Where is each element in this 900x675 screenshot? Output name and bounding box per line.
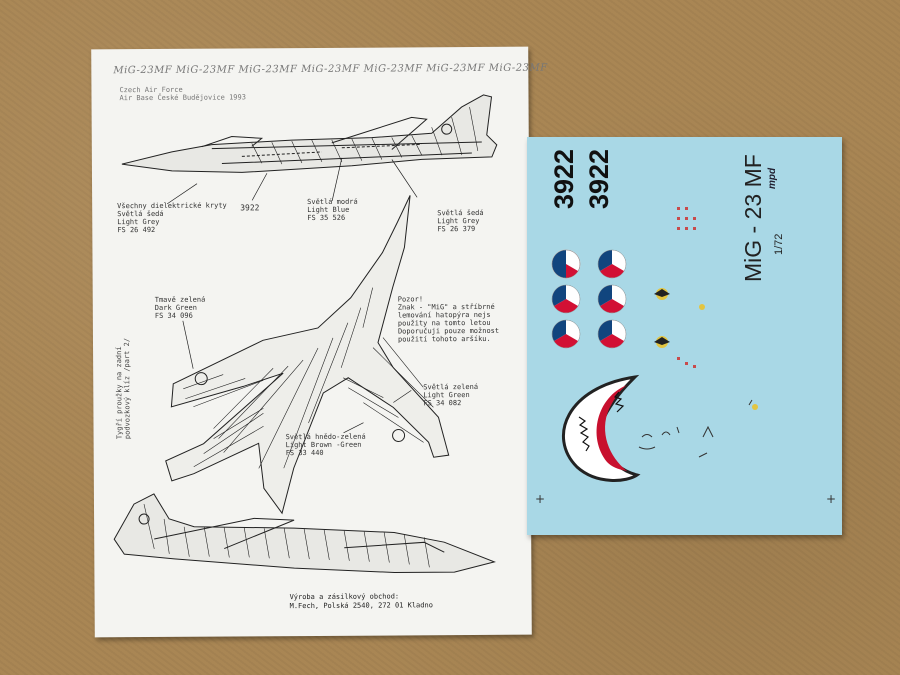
label-radome: Všechny dielektrické kryty Světlá šedá L… bbox=[117, 202, 227, 235]
brand-logo: mpd bbox=[767, 167, 778, 189]
production-line-2: M.Fech, Polská 2540, 272 01 Kladno bbox=[289, 601, 433, 611]
roundel-decals bbox=[551, 249, 627, 349]
side-view-top bbox=[121, 94, 498, 173]
side-view-bottom bbox=[113, 493, 496, 573]
plan-view bbox=[165, 195, 450, 515]
label-brown-green-3: FS 33 440 bbox=[285, 448, 324, 458]
label-radome-4: FS 26 492 bbox=[117, 225, 156, 235]
label-light-grey-2: Light Grey bbox=[437, 216, 480, 226]
aircraft-drawings bbox=[113, 94, 498, 573]
label-light-green: Světlá zelená Light Green FS 34 082 bbox=[423, 383, 478, 407]
bat-emblem-decals bbox=[654, 288, 670, 348]
registration-mark-right: + bbox=[826, 492, 837, 506]
label-dark-green: Tmavě zelená Dark Green FS 34 096 bbox=[155, 296, 206, 320]
label-light-grey: Světlá šedá Light Grey FS 26 379 bbox=[437, 209, 484, 233]
label-radome-1: Všechny dielektrické kryty bbox=[117, 201, 227, 211]
decal-sheet: 3922 3922 bbox=[527, 137, 842, 535]
warning-note: Pozor! Znak - "MiG" a stříbrné lemování … bbox=[397, 295, 499, 344]
label-light-green-3: FS 34 082 bbox=[423, 399, 462, 408]
note-line-6: použití tohoto aršíku. bbox=[397, 334, 491, 344]
label-light-grey-3: FS 26 379 bbox=[437, 224, 476, 234]
label-light-blue-3: FS 35 526 bbox=[307, 213, 346, 223]
side-note: Tygří proužky na zadní podvozkový klíz /… bbox=[115, 338, 132, 439]
label-dark-green-3: FS 34 096 bbox=[154, 311, 193, 320]
decal-scale: 1/72 bbox=[773, 233, 785, 255]
label-brown-green: Světlá hnědo-zelená Light Brown -Green F… bbox=[286, 433, 366, 457]
decal-graphics bbox=[551, 207, 758, 482]
label-serial: 3922 bbox=[240, 203, 260, 213]
production-info: Výroba a zásilkový obchod: M.Fech, Polsk… bbox=[290, 592, 433, 611]
side-note-2: podvozkový klíz /part 2/ bbox=[122, 337, 132, 440]
stencil-decals bbox=[677, 207, 696, 368]
instruction-sheet: MiG-23MF MiG-23MF MiG-23MF MiG-23MF MiG-… bbox=[91, 46, 548, 638]
label-light-blue: Světlá modrá Light Blue FS 35 526 bbox=[307, 198, 358, 222]
shark-mouth-decal bbox=[561, 374, 641, 482]
label-dark-green-1: Tmavě zelená bbox=[154, 295, 206, 304]
label-light-green-1: Světlá zelená bbox=[423, 382, 479, 392]
label-brown-green-2: Light Brown -Green bbox=[285, 440, 362, 450]
label-light-blue-1: Světlá modrá bbox=[307, 197, 358, 207]
registration-mark-left: + bbox=[535, 492, 546, 506]
misc-marking-decals bbox=[638, 304, 758, 458]
decal-title: MiG - 23 MF bbox=[740, 154, 766, 282]
